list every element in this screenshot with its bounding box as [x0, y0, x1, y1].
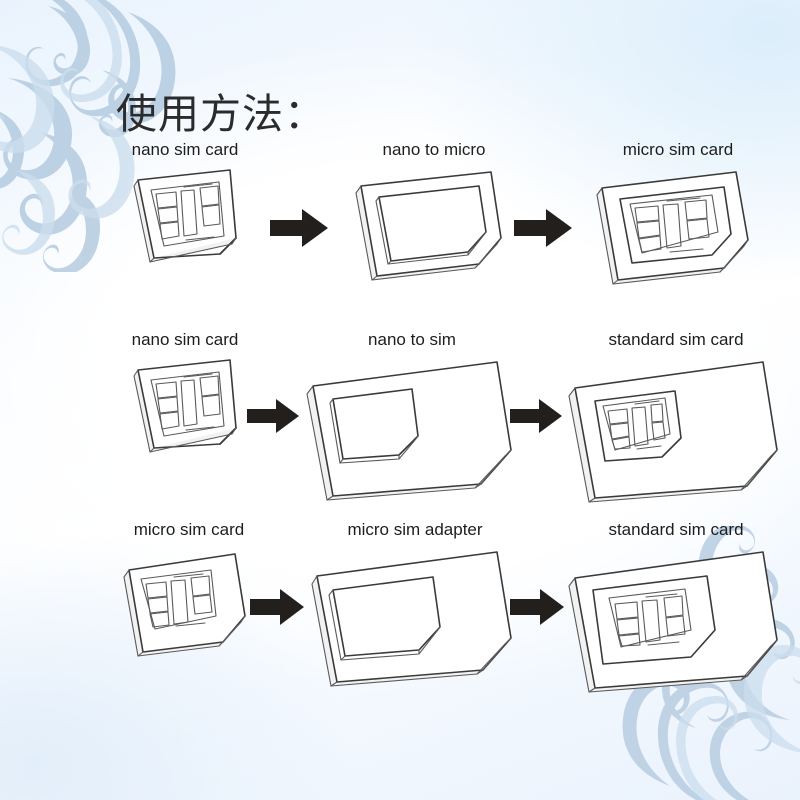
- cell-label: micro sim adapter: [347, 520, 483, 539]
- nano-sim-card-illustration: [124, 166, 246, 264]
- nano-to-micro-adapter-illustration: [351, 166, 517, 284]
- micro-sim-adapter-illustration: [307, 546, 523, 688]
- cell-label: micro sim card: [133, 520, 245, 539]
- nano-to-sim-adapter-illustration: [301, 356, 523, 502]
- page-title: 使用方法：: [116, 90, 326, 138]
- cell-label: micro sim card: [622, 140, 734, 159]
- cell-label: standard sim card: [608, 520, 744, 539]
- arrow-right-icon: [268, 206, 330, 250]
- micro-sim-card-assembled-illustration: [590, 166, 766, 288]
- standard-sim-card-with-micro-illustration: [563, 546, 789, 696]
- standard-sim-card-assembled-illustration: [563, 356, 789, 504]
- arrow-right-icon: [512, 206, 574, 250]
- arrow-right-icon: [508, 586, 566, 628]
- arrow-right-icon: [245, 396, 301, 436]
- micro-sim-card-illustration: [117, 546, 261, 658]
- nano-sim-card-illustration: [124, 356, 246, 454]
- row-micro-to-sim: micro sim card: [0, 520, 800, 710]
- cell-label: nano sim card: [131, 330, 239, 349]
- cell-label: standard sim card: [608, 330, 744, 349]
- cell-label: nano to micro: [382, 140, 486, 159]
- row-nano-to-micro: nano sim card: [0, 140, 800, 330]
- row-nano-to-sim: nano sim card: [0, 330, 800, 520]
- cell-label: nano sim card: [131, 140, 239, 159]
- arrow-right-icon: [248, 586, 306, 628]
- instruction-rows: nano sim card: [0, 140, 800, 710]
- arrow-right-icon: [508, 396, 564, 436]
- cell-label: nano to sim: [368, 330, 456, 349]
